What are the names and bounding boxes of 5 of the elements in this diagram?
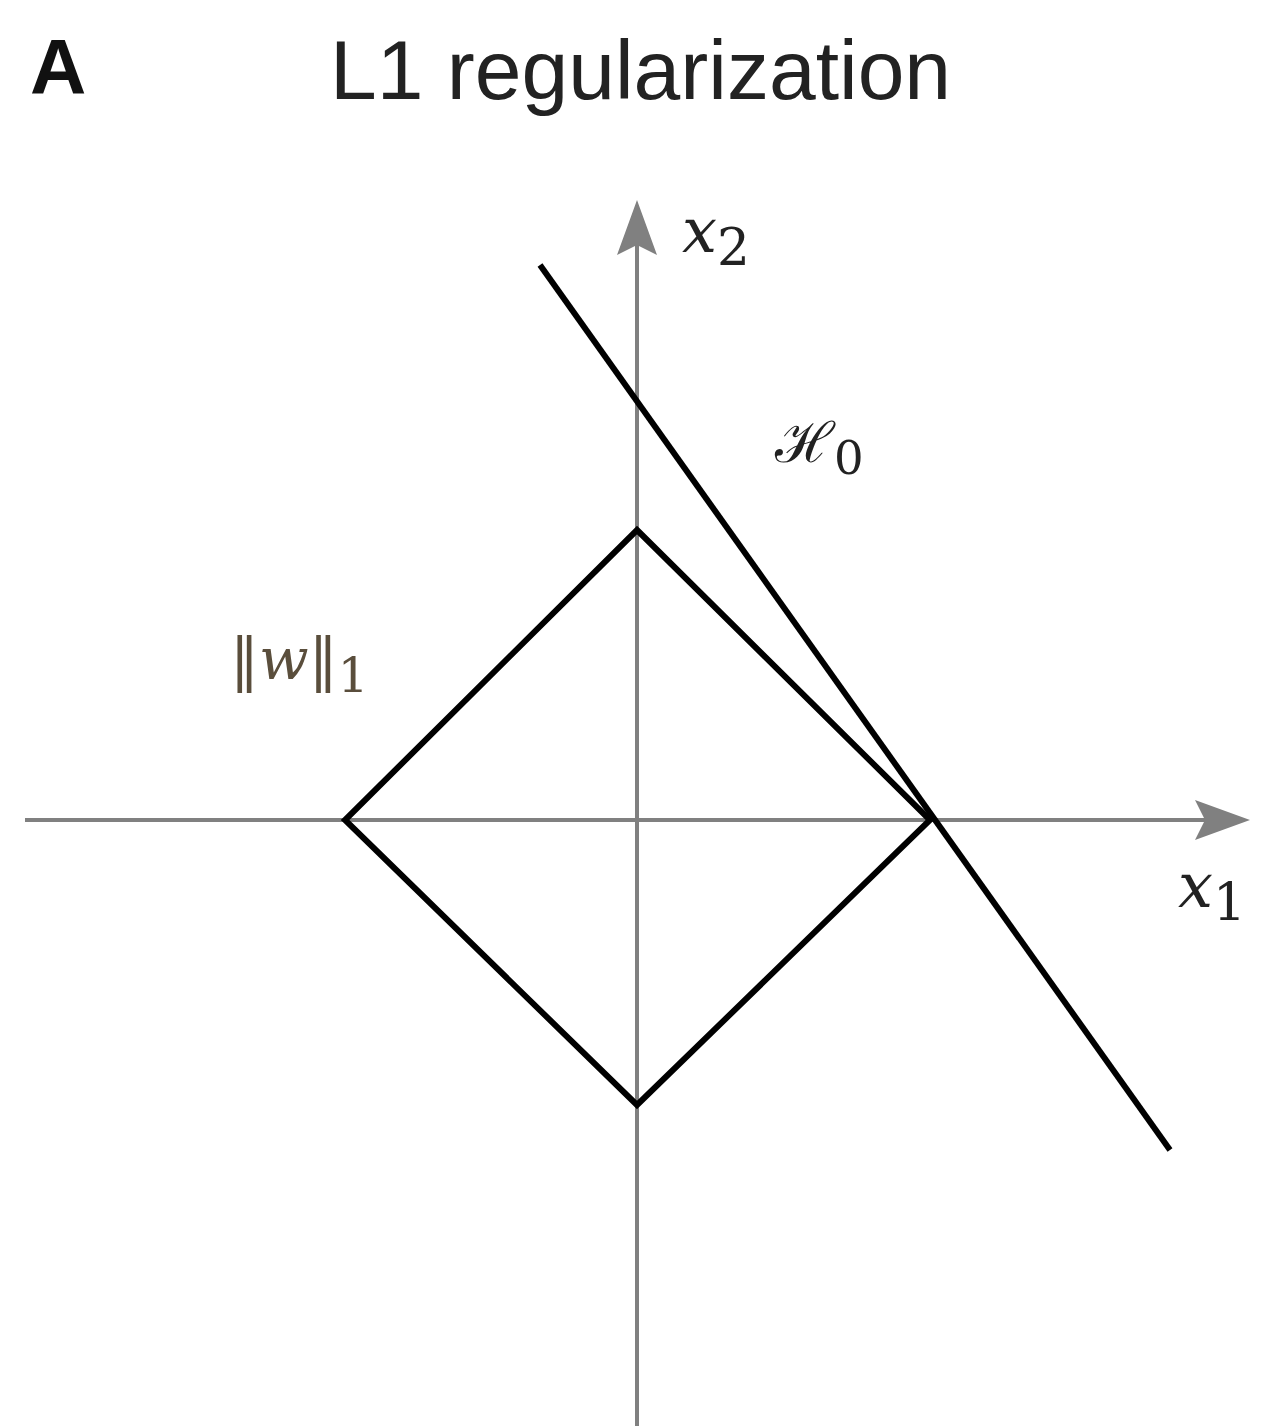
axis-label: x$_{1}$ <box>1178 855 1246 930</box>
axis-label: x$_{2}$ <box>682 200 750 275</box>
panel-letter: A <box>30 28 87 106</box>
hyperplane-label: ℋ$_{0}$ <box>775 415 864 482</box>
norm-label: ‖w‖$_{1}$ <box>230 630 369 699</box>
